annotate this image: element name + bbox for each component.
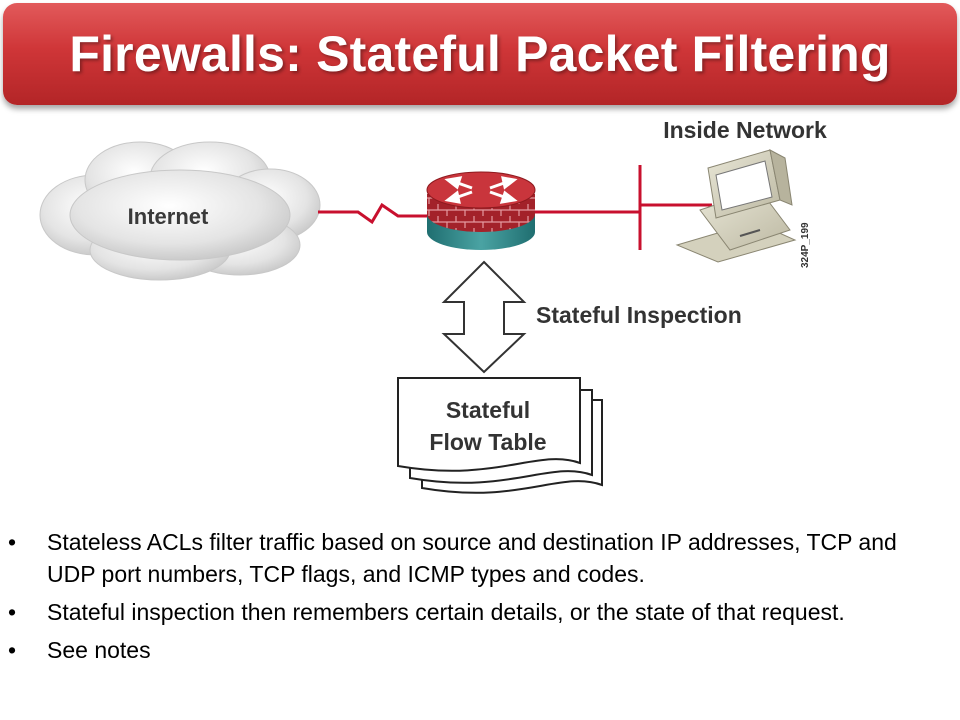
inside-network-label: Inside Network <box>663 117 827 143</box>
bullet-marker: • <box>8 637 17 663</box>
wan-link <box>318 202 432 225</box>
internet-cloud-icon: Internet <box>39 141 321 281</box>
bullet-marker: • <box>8 529 17 555</box>
firewall-router-icon <box>426 171 536 250</box>
bullet-marker: • <box>8 599 17 625</box>
slide-title: Firewalls: Stateful Packet Filtering <box>69 26 891 82</box>
flow-table-icon <box>397 377 603 494</box>
bullet-item: • Stateful inspection then remembers cer… <box>0 596 960 628</box>
bullet-item: • See notes <box>0 634 960 666</box>
figure-code: 324P_199 <box>800 222 811 268</box>
stateful-inspection-label: Stateful Inspection <box>536 302 742 328</box>
internet-label: Internet <box>128 204 209 229</box>
bullet-text: Stateful inspection then remembers certa… <box>47 599 845 625</box>
bullet-item: • Stateless ACLs filter traffic based on… <box>0 526 960 590</box>
flow-table-label-line1: Stateful <box>446 397 530 423</box>
title-banner: Firewalls: Stateful Packet Filtering <box>3 3 957 105</box>
workstation-icon <box>675 149 797 263</box>
bullet-text: Stateless ACLs filter traffic based on s… <box>47 529 897 587</box>
double-arrow-icon <box>441 260 527 374</box>
flow-table-label-line2: Flow Table <box>429 429 546 455</box>
bullet-text: See notes <box>47 637 151 663</box>
bullet-list: • Stateless ACLs filter traffic based on… <box>0 526 960 672</box>
